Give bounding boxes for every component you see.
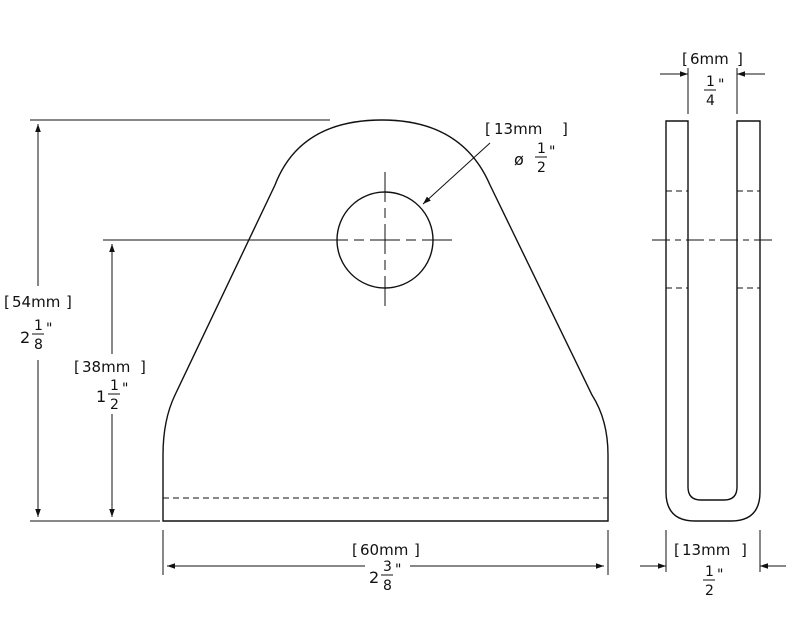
tab-front-view — [162, 119, 609, 522]
hole-diameter-symbol: ø — [514, 150, 524, 169]
hole-diameter-den: 2 — [537, 160, 546, 176]
width-unit: " — [395, 562, 401, 578]
side-outline — [665, 120, 761, 522]
thickness-num: 1 — [706, 74, 715, 90]
hole-diameter-unit: " — [549, 144, 555, 160]
svg-text:[: [ — [74, 358, 80, 376]
hole-height-unit: " — [122, 381, 128, 397]
side-width-metric: 13mm — [682, 541, 730, 559]
width-num: 3 — [383, 559, 392, 575]
dimension-thickness: [ 6mm ] 1 4 " — [660, 50, 765, 114]
dimension-hole-height: [ 38mm ] 1 1 2 " — [74, 244, 146, 517]
width-whole: 2 — [369, 568, 379, 587]
height-total-whole: 2 — [20, 328, 30, 347]
bracket-right: ] — [66, 293, 72, 311]
hole-diameter-num: 1 — [537, 141, 546, 157]
hole-height-num: 1 — [110, 378, 119, 394]
svg-text:]: ] — [140, 358, 146, 376]
side-width-unit: " — [717, 567, 723, 583]
thickness-metric: 6mm — [690, 50, 729, 68]
dimension-hole-diameter: [ 13mm ] ø 1 2 " — [422, 120, 568, 205]
svg-text:[: [ — [352, 541, 358, 559]
height-total-metric: 54mm — [12, 293, 60, 311]
side-width-num: 1 — [705, 564, 714, 580]
svg-text:[: [ — [682, 50, 688, 68]
thickness-den: 4 — [706, 93, 715, 109]
tab-outline — [162, 119, 609, 522]
hole-diameter-metric: 13mm — [494, 120, 542, 138]
svg-text:]: ] — [737, 50, 743, 68]
dimension-height-total: [ 54mm ] 2 1 8 " — [4, 124, 72, 517]
height-total-unit: " — [46, 321, 52, 337]
hole-height-den: 2 — [110, 397, 119, 413]
thickness-unit: " — [718, 77, 724, 93]
dimension-side-width: [ 13mm ] 1 2 " — [640, 530, 786, 599]
hole-height-whole: 1 — [96, 387, 106, 406]
svg-text:[: [ — [674, 541, 680, 559]
width-metric: 60mm — [360, 541, 408, 559]
height-total-den: 8 — [34, 337, 43, 353]
svg-text:]: ] — [562, 120, 568, 138]
width-den: 8 — [383, 578, 392, 594]
hole-height-metric: 38mm — [82, 358, 130, 376]
bracket-left: [ — [4, 293, 10, 311]
extension-lines — [30, 119, 609, 575]
height-total-num: 1 — [34, 318, 43, 334]
svg-text:]: ] — [414, 541, 420, 559]
tab-side-view — [652, 120, 772, 522]
dimension-width: [ 60mm ] 2 3 8 " — [167, 541, 604, 594]
side-width-den: 2 — [705, 583, 714, 599]
svg-text:]: ] — [741, 541, 747, 559]
svg-text:[: [ — [485, 120, 491, 138]
